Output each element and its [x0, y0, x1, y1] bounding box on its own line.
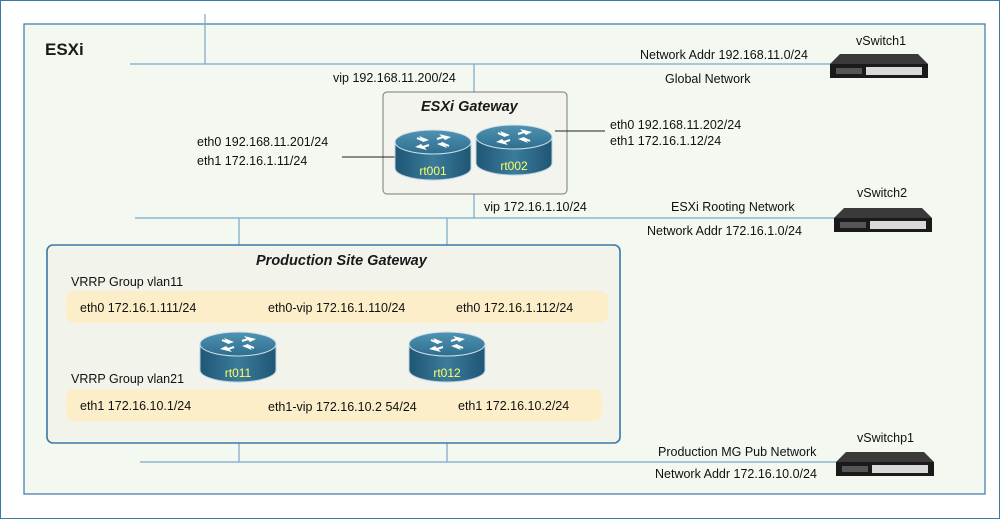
- vrrp-vlan21-vip: eth1-vip 172.16.10.2 54/24: [268, 400, 417, 414]
- vrrp-vlan11-left: eth0 172.16.1.111/24: [80, 301, 197, 315]
- vswitch2-label: vSwitch2: [857, 186, 908, 200]
- vswitchp1-label: vSwitchp1: [857, 431, 914, 445]
- vrrp-vlan21-label: VRRP Group vlan21: [71, 372, 185, 386]
- rt001-eth0: eth0 192.168.11.201/24: [197, 135, 329, 149]
- vrrp-vlan11-vip: eth0-vip 172.16.1.110/24: [268, 301, 406, 315]
- rt002-eth0: eth0 192.168.11.202/24: [610, 118, 742, 132]
- global-network-addr: Network Addr 192.168.11.0/24: [640, 48, 808, 62]
- vrrp-vlan21-left: eth1 172.16.10.1/24: [80, 399, 192, 413]
- prod-network-addr: Network Addr 172.16.10.0/24: [655, 467, 817, 481]
- vrrp-vlan11-label: VRRP Group vlan11: [71, 275, 184, 289]
- rt002-label: rt002: [500, 159, 528, 173]
- vswitch1-icon: [830, 54, 928, 78]
- rt001-eth1: eth1 172.16.1.11/24: [197, 154, 308, 168]
- rt012-label: rt012: [433, 366, 461, 380]
- rt002-eth1: eth1 172.16.1.12/24: [610, 134, 722, 148]
- esxi-gateway-title: ESXi Gateway: [421, 99, 518, 115]
- vrrp-vlan11-band: [66, 291, 608, 323]
- global-vip: vip 192.168.11.200/24: [333, 71, 456, 85]
- vswitch2-icon: [834, 208, 932, 232]
- router-rt011-icon: rt011: [199, 331, 277, 383]
- router-rt001-icon: rt001: [394, 129, 472, 181]
- rt001-label: rt001: [419, 164, 447, 178]
- global-network-name: Global Network: [665, 72, 751, 86]
- router-rt002-icon: rt002: [475, 124, 553, 176]
- vswitch1-label: vSwitch1: [856, 34, 907, 48]
- vswitchp1-icon: [836, 452, 934, 476]
- rt011-label: rt011: [225, 366, 252, 380]
- rooting-network-name: ESXi Rooting Network: [671, 200, 795, 214]
- vrrp-vlan21-band: [66, 389, 602, 421]
- rooting-network-addr: Network Addr 172.16.1.0/24: [647, 224, 802, 238]
- vrrp-vlan21-right: eth1 172.16.10.2/24: [458, 399, 570, 413]
- production-gateway-title: Production Site Gateway: [256, 253, 427, 269]
- router-rt012-icon: rt012: [408, 331, 486, 383]
- esxi-label: ESXi: [45, 40, 84, 59]
- rooting-vip: vip 172.16.1.10/24: [484, 200, 587, 214]
- prod-network-name: Production MG Pub Network: [658, 445, 817, 459]
- vrrp-vlan11-right: eth0 172.16.1.112/24: [456, 301, 574, 315]
